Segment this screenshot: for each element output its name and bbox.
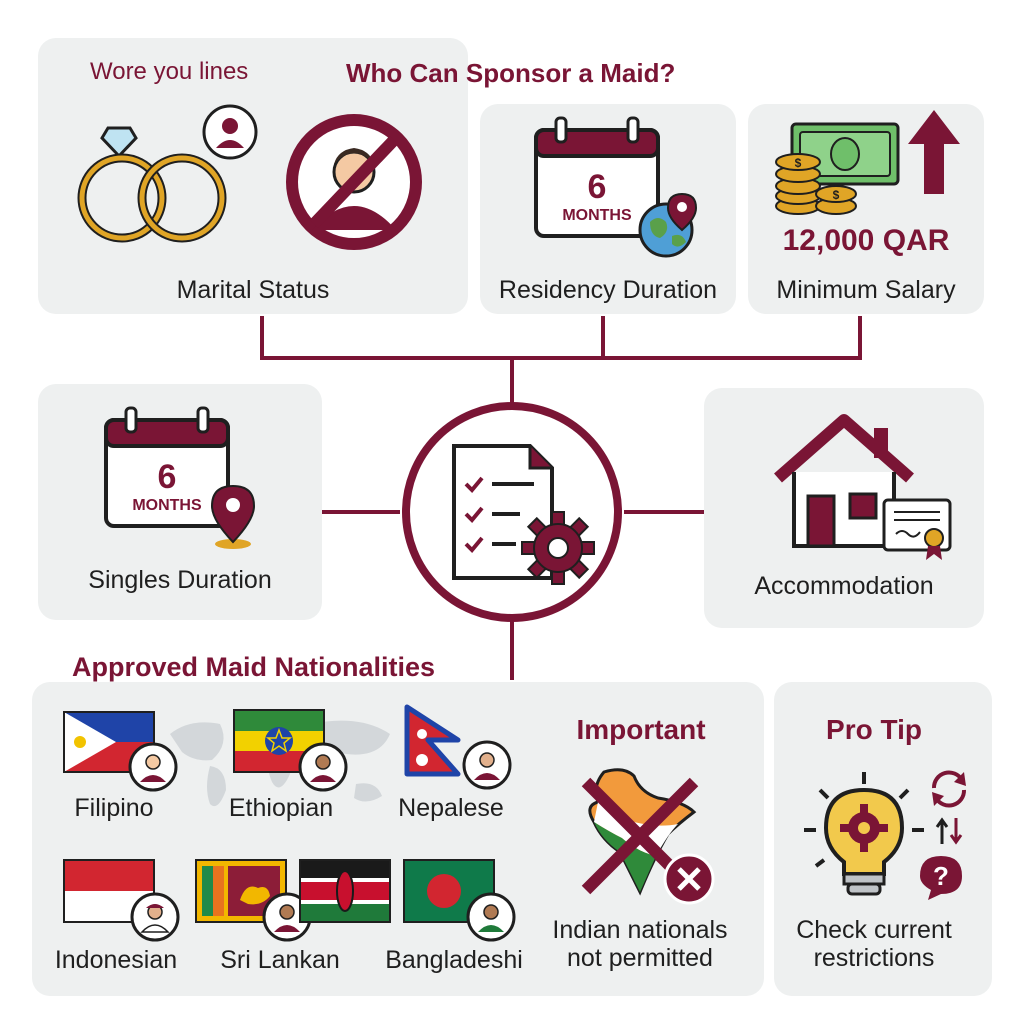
nationality-sri-lankan: Sri Lankan [220,946,340,974]
person-icon [128,742,178,792]
ethiopia-flag [233,709,325,773]
nationality-nepalese: Nepalese [398,794,504,822]
nationalities-title: Approved Maid Nationalities [72,652,436,682]
calendar-icon: 6 MONTHS [534,116,660,238]
swap-arrows-icon [935,817,963,845]
gear-icon [521,511,595,585]
no-person-icon [286,114,422,250]
person-icon [466,892,516,942]
person-icon [298,742,348,792]
refresh-icon [931,770,967,808]
question-icon: ? [920,856,962,900]
person-icon [462,740,512,790]
svg-text:?: ? [933,861,949,891]
pro-tip-title: Pro Tip [826,714,922,745]
important-line-1: Indian nationals [552,916,728,944]
arrow-up-icon [908,110,960,194]
singles-duration-label: Singles Duration [88,566,272,594]
important-title: Important [576,714,706,745]
svg-text:$: $ [833,188,840,202]
nationality-bangladeshi: Bangladeshi [385,946,523,974]
lightbulb-gear-icon [804,772,924,896]
house-icon [774,414,914,548]
singles-calendar-number: 6 [158,458,177,496]
residency-duration-label: Residency Duration [498,276,718,304]
accommodation-label: Accommodation [754,572,934,600]
pro-tip-line-2: restrictions [813,944,935,972]
calendar-icon: 6 MONTHS [104,406,230,528]
svg-text:$: $ [795,156,802,170]
minimum-salary-amount: 12,000 QAR [782,224,950,257]
nationality-indonesian: Indonesian [54,946,178,974]
nepal-flag [404,704,461,777]
map-pin-icon [210,484,256,549]
globe-pin-icon [638,192,698,258]
cross-icon [663,853,715,905]
person-icon [262,892,312,942]
person-icon [130,892,180,942]
singles-calendar-unit: MONTHS [132,497,202,514]
kenya-flag [299,859,391,923]
rings-icon [77,126,227,243]
nationality-ethiopian: Ethiopian [228,794,334,822]
residency-calendar-number: 6 [588,168,607,206]
pro-tip-line-1: Check current [796,916,952,944]
important-line-2: not permitted [567,944,713,972]
page-title: Who Can Sponsor a Maid? [346,58,676,88]
certificate-icon [882,498,952,560]
marital-status-label: Marital Status [176,276,330,304]
header-subtitle: Wore you lines [90,58,249,85]
minimum-salary-label: Minimum Salary [776,276,956,304]
nationality-filipino: Filipino [74,794,154,822]
residency-calendar-unit: MONTHS [562,207,632,224]
money-icon: $ $ [775,122,900,215]
person-icon [202,104,258,160]
